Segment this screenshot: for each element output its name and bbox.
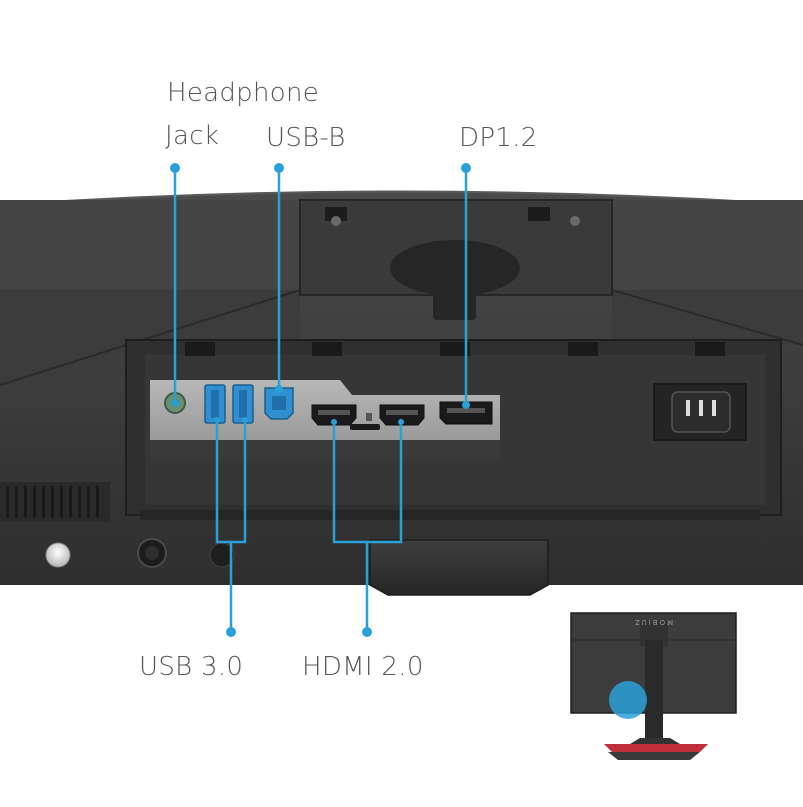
monitor-thumbnail: MOBIUZ xyxy=(570,612,737,760)
label-usb-b: USB-B xyxy=(266,123,346,153)
power-button xyxy=(45,542,71,568)
hdmi-port-1 xyxy=(311,404,357,426)
thumbnail-brand-text: MOBIUZ xyxy=(633,618,673,626)
stand-neck xyxy=(369,539,549,596)
usb-b-port xyxy=(264,387,294,420)
small-slot xyxy=(350,413,380,430)
callout-dots xyxy=(170,163,471,637)
usb3-port-2 xyxy=(232,384,254,424)
hdmi-port-2 xyxy=(379,404,425,426)
label-hdmi: HDMI 2.0 xyxy=(302,652,424,682)
joystick-button xyxy=(137,538,167,568)
label-headphone-line2: Jack xyxy=(165,121,220,151)
vent-grille xyxy=(0,482,110,522)
label-dp: DP1.2 xyxy=(459,123,538,153)
power-socket xyxy=(653,383,747,441)
usb3-port-1 xyxy=(204,384,226,424)
label-usb3: USB 3.0 xyxy=(139,652,244,682)
label-headphone-line1: Headphone xyxy=(167,78,320,108)
callout-lines xyxy=(173,168,468,632)
displayport-port xyxy=(439,401,493,425)
